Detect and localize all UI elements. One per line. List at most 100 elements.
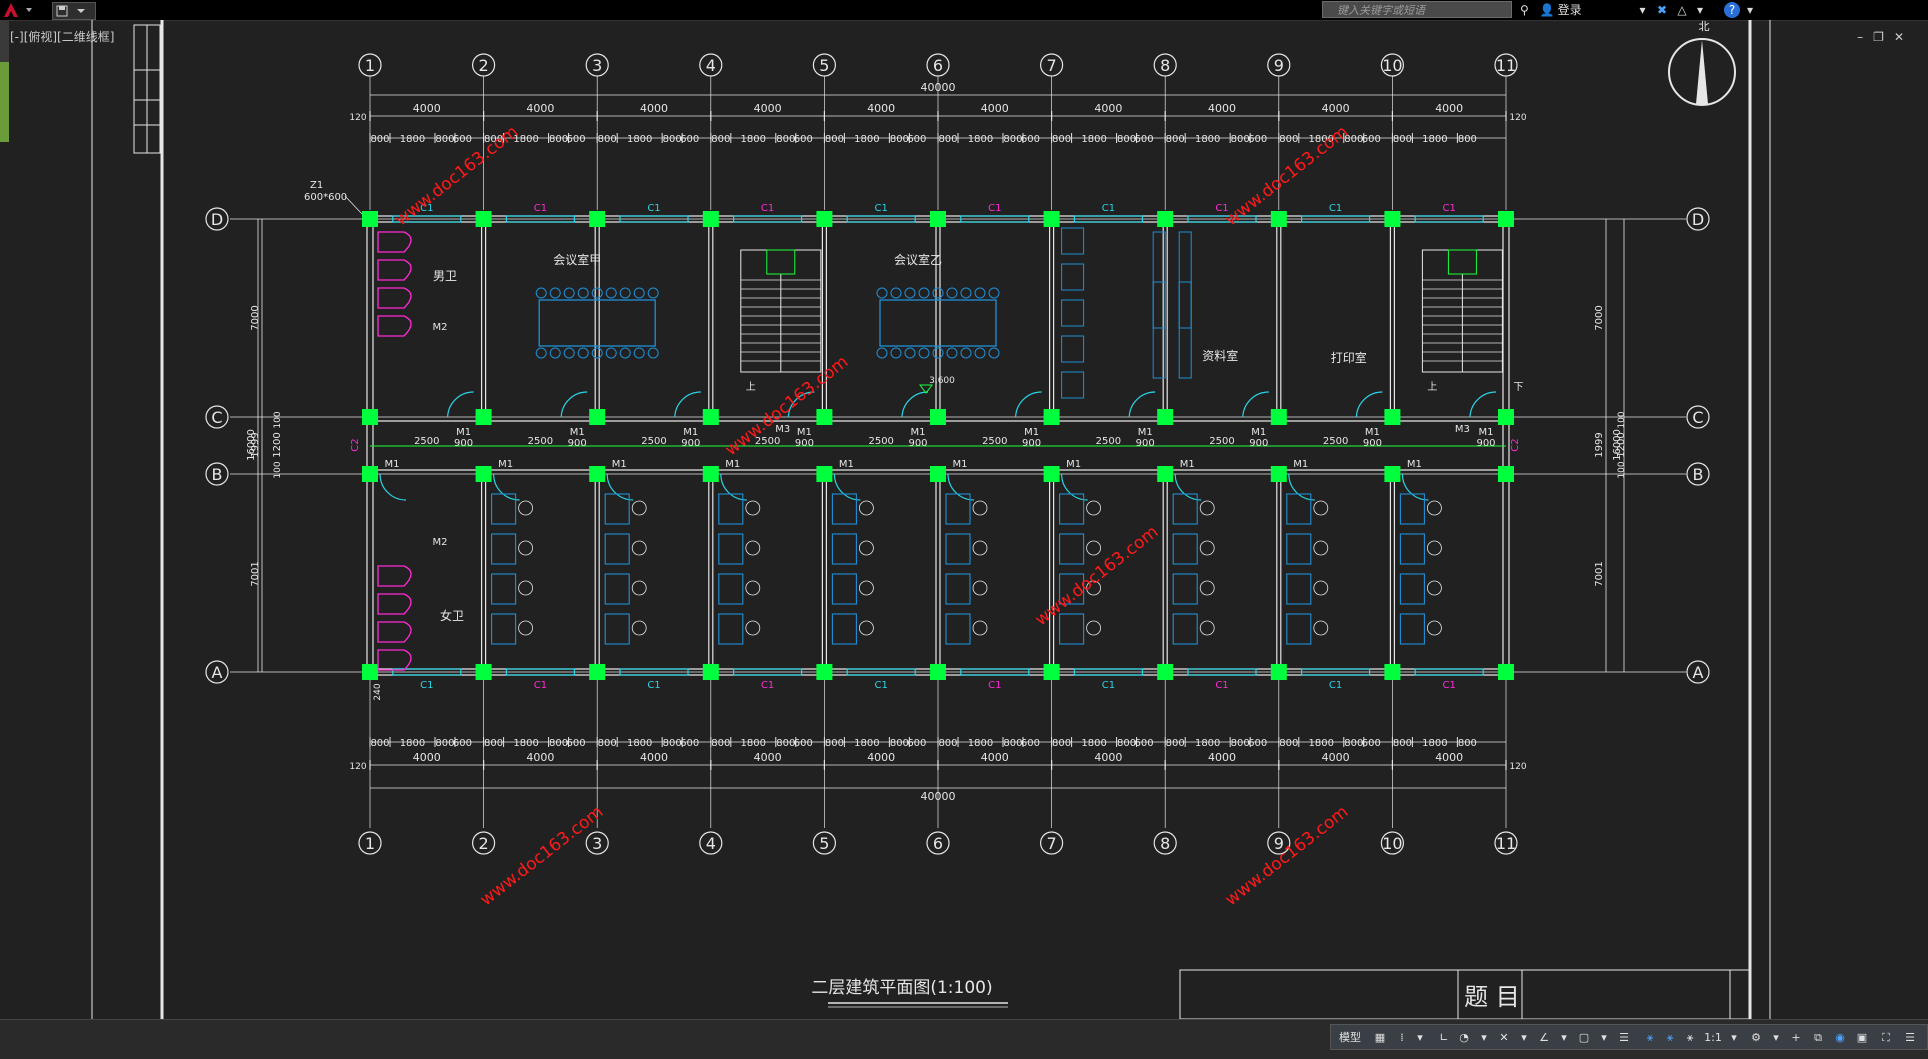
model-space-button[interactable]: 模型 [1339,1031,1361,1044]
office-chair [1313,540,1329,556]
restore-icon[interactable]: ❐ [1873,30,1894,44]
toilet-fixture [377,259,412,281]
corridor-dimension: 2500 [1096,436,1121,447]
osnap-icon[interactable]: ∠ [1539,1031,1549,1044]
grid-bubble [205,405,229,429]
quick-access-toolbar[interactable] [52,2,96,20]
column [1157,409,1174,425]
binoculars-icon[interactable]: ⚲ [1520,3,1529,17]
dimension-text: 600 [453,738,472,749]
autoscale-icon[interactable]: ⚹ [1686,1031,1694,1044]
search-input[interactable]: 键入关键字或短语 [1322,1,1512,18]
snap-icon[interactable]: ⁞ [1400,1031,1404,1044]
room-label-archive: 资料室 [1202,348,1238,363]
exchange-icon[interactable]: ✖ [1656,3,1668,17]
grid-label: 11 [1496,834,1516,853]
object-track-icon[interactable]: ▢ [1578,1031,1590,1044]
signin-button[interactable]: ⚲ 👤 登录 ▾ [1520,1,1646,19]
dimension-text: 4000 [1435,751,1463,764]
dimension-text: 800 [663,134,682,145]
isolate-icon[interactable]: ⧉ [1814,1031,1822,1044]
office-chair [518,500,533,516]
dimension-text: 4000 [754,102,782,115]
dimension-text: 4000 [413,751,441,764]
clean-screen-icon[interactable]: ▣ [1856,1031,1868,1044]
grid-label: 2 [479,56,489,75]
plus-icon[interactable]: + [1791,1031,1801,1044]
ortho-icon[interactable]: ∟ [1439,1031,1449,1044]
chevron-down-icon[interactable]: ▾ [1639,3,1646,17]
close-icon[interactable]: ✕ [1893,30,1914,44]
annotation-visibility-icon[interactable]: ⚹ [1666,1031,1674,1044]
grid-label: 10 [1382,834,1402,853]
dimension-text: 600 [907,134,926,145]
grid-bubble [699,831,723,855]
chevron-down-icon[interactable]: ▾ [1696,3,1704,17]
column [475,211,492,227]
column [1498,409,1514,425]
scale-dropdown[interactable]: 1:1 [1704,1031,1722,1044]
office-desk [1399,493,1425,525]
shelf [1178,281,1192,379]
chair [918,347,930,359]
chair [890,287,902,299]
chair [591,287,603,299]
autocad-logo-icon[interactable] [2,1,40,19]
chevron-down-icon[interactable]: ▾ [1481,1031,1487,1044]
dimension-text: 800 [1393,134,1412,145]
chair [633,287,645,299]
lineweight-icon[interactable]: ☰ [1619,1031,1629,1044]
office-desk [1172,533,1198,565]
office-desk [945,533,971,565]
polar-icon[interactable]: ◔ [1459,1031,1469,1044]
annotation-scale-icon[interactable]: ⚹ [1646,1031,1654,1044]
window-label: C1 [875,203,888,214]
dimension-text: 1800 [1081,134,1106,145]
column [816,466,833,482]
fullscreen-icon[interactable]: ⛶ [1882,1031,1890,1044]
hardware-accel-icon[interactable]: ◉ [1835,1031,1845,1044]
door-label: M1 [953,459,968,470]
chevron-down-icon[interactable]: ▾ [1731,1031,1737,1044]
door-label: M1 [570,427,585,438]
column [589,466,606,482]
dimension-text: 7001 [1594,561,1605,586]
dimension-text: 7000 [1594,305,1605,330]
corridor-dimension: 2500 [982,436,1007,447]
dimension-text: 1800 [1081,738,1106,749]
office-chair [745,500,761,516]
viewport-controls[interactable]: [-][俯视][二维线框] [10,30,115,44]
title-block [1179,969,1751,1019]
grid-label: 10 [1382,56,1402,75]
gear-icon[interactable]: ⚙ [1751,1031,1761,1044]
grid-icon[interactable]: ▦ [1374,1031,1386,1044]
isodraft-icon[interactable]: ✕ [1499,1031,1509,1044]
autodesk-app-icon[interactable]: △ [1677,3,1687,17]
shelf [1178,231,1192,329]
chevron-down-icon[interactable]: ▾ [1601,1031,1607,1044]
window-label: C1 [875,680,888,691]
dimension-text: 800 [484,738,503,749]
dimension-text: 4000 [1322,102,1350,115]
chevron-down-icon[interactable]: ▾ [1773,1031,1779,1044]
menu-icon[interactable]: ☰ [1905,1031,1915,1044]
chair [974,347,986,359]
minimize-icon[interactable]: – [1857,30,1874,44]
column [362,664,378,680]
elevation-mark [919,384,933,394]
help-icon[interactable]: ? [1724,2,1740,18]
chevron-down-icon[interactable]: ▾ [1746,3,1754,17]
corridor-dimension: 2500 [755,436,780,447]
chair [876,347,888,359]
chevron-down-icon[interactable]: ▾ [1417,1031,1423,1044]
dimension-text: 40000 [921,790,956,803]
save-icon[interactable] [53,3,95,19]
dimension-text: 600 [1248,738,1267,749]
office-desk [604,573,630,605]
viewport-window-controls[interactable]: –❐✕ [1857,30,1914,44]
chevron-down-icon[interactable]: ▾ [1521,1031,1527,1044]
chevron-down-icon[interactable]: ▾ [1561,1031,1567,1044]
chair [549,287,561,299]
left-panel-tab[interactable] [0,62,9,142]
